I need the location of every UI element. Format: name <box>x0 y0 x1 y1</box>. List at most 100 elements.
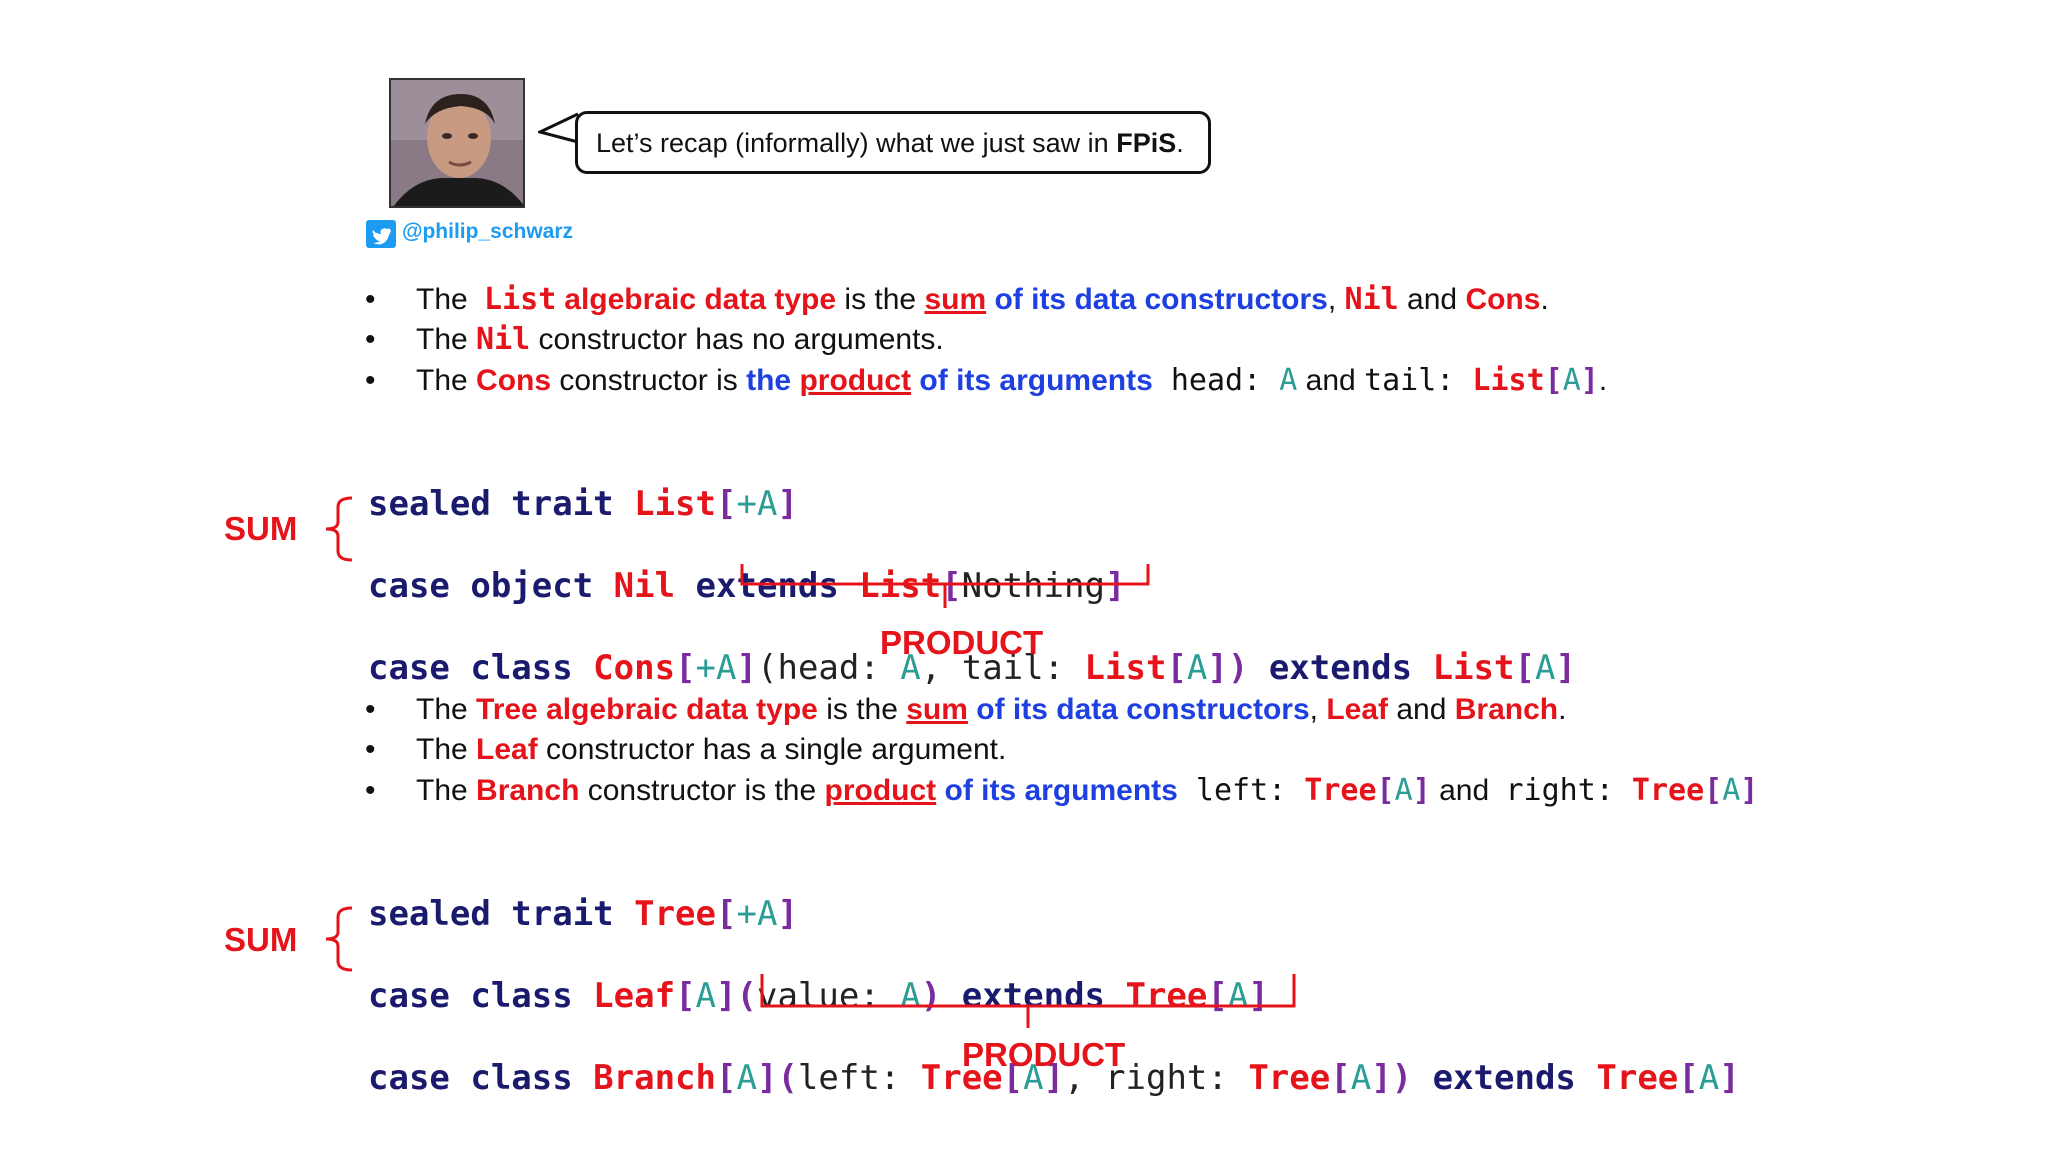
text: The <box>416 364 477 397</box>
code-line-1: sealed trait Tree[+A] <box>368 894 1740 935</box>
type-name: Tree <box>920 1058 1003 1098</box>
product-label: PRODUCT <box>880 624 1044 661</box>
type-name: Nil <box>613 566 676 606</box>
text: and <box>1430 774 1498 807</box>
sum-label: SUM <box>224 921 298 958</box>
list-bullet-3: •The Cons constructor is the product of … <box>365 362 1607 400</box>
text: . <box>1598 364 1608 397</box>
bullet-dot: • <box>365 364 376 397</box>
tree-bullet-2: •The Leaf constructor has a single argum… <box>365 731 1006 769</box>
bracket: [ <box>1002 1058 1024 1098</box>
arguments-phrase: of its arguments <box>936 774 1178 807</box>
bracket: [ <box>1376 773 1395 808</box>
type-name: Tree <box>1248 1058 1331 1098</box>
speaker-avatar <box>389 78 525 208</box>
cons-constructor: Cons <box>476 364 552 397</box>
param: value: <box>756 976 901 1016</box>
keyword: case object <box>368 566 614 606</box>
keyword: sealed trait <box>368 484 635 524</box>
bullet-dot: • <box>365 323 376 356</box>
bracket: [ <box>675 976 696 1016</box>
type-name: List <box>859 566 942 606</box>
type-name: Leaf <box>593 976 676 1016</box>
param: left: <box>797 1058 921 1098</box>
tree-code-block: sealed trait Tree[+A] case class Leaf[A]… <box>368 853 1740 1140</box>
text: The <box>416 283 477 316</box>
type-param: A <box>900 648 921 688</box>
speech-bubble: Let’s recap (informally) what we just sa… <box>575 111 1211 174</box>
code-line-3: case class Branch[A](left: Tree[A], righ… <box>368 1058 1740 1099</box>
type-name: Tree <box>1125 976 1208 1016</box>
param: head: <box>777 648 901 688</box>
text: The <box>416 733 477 766</box>
bracket: ]) <box>1207 648 1249 688</box>
product-brace <box>760 974 1296 1028</box>
speech-bold: FPiS <box>1116 128 1177 158</box>
adt-label: algebraic data type <box>564 283 837 316</box>
leaf-constructor: Leaf <box>1326 693 1388 726</box>
bracket: ]( <box>756 1058 798 1098</box>
cons-constructor: Cons <box>1465 283 1541 316</box>
tree-type: Tree <box>1631 773 1705 808</box>
type-name: Tree <box>1596 1058 1679 1098</box>
nil-constructor: Nil <box>476 322 531 357</box>
keyword: case class <box>368 976 594 1016</box>
bracket: [ <box>1330 1058 1351 1098</box>
bullet-dot: • <box>365 283 376 316</box>
bracket: [ <box>716 894 737 934</box>
portrait-image <box>391 80 523 206</box>
text: . <box>1540 283 1549 316</box>
list-type: List <box>1472 363 1545 398</box>
bracket: ] <box>1580 363 1599 398</box>
bullet-dot: • <box>365 733 376 766</box>
tail-param: tail: <box>1364 363 1473 398</box>
the-word: the <box>746 364 800 397</box>
bracket: [ <box>716 484 737 524</box>
type-name: List <box>634 484 716 524</box>
text: , <box>1309 693 1327 726</box>
product-brace <box>740 564 1150 608</box>
text: The <box>416 693 477 726</box>
sum-brace <box>325 496 353 562</box>
type-param: A <box>1562 363 1581 398</box>
keyword: extends <box>1412 1058 1597 1098</box>
type-name: List <box>1432 648 1515 688</box>
list-code-block: sealed trait List[+A] case object Nil ex… <box>368 443 1576 730</box>
bracket: ]) <box>1371 1058 1413 1098</box>
text: and <box>1398 283 1466 316</box>
sum-label: SUM <box>224 510 298 547</box>
type-name: List <box>1084 648 1167 688</box>
type-param: +A <box>695 648 737 688</box>
left-param: left: <box>1177 773 1305 808</box>
bracket: ] <box>1412 773 1431 808</box>
bracket: ] <box>777 484 798 524</box>
product-word: product <box>824 774 937 807</box>
bracket: [ <box>1544 363 1563 398</box>
bullet-dot: • <box>365 774 376 807</box>
product-word: product <box>799 364 912 397</box>
speech-bubble-tail <box>538 112 579 144</box>
list-type: List <box>484 282 557 317</box>
type-param: A <box>1186 648 1208 688</box>
speech-text: Let’s recap (informally) what we just sa… <box>596 128 1184 159</box>
sum-word: sum <box>906 693 968 726</box>
text: , <box>1327 283 1345 316</box>
text: The <box>416 323 477 356</box>
keyword: extends <box>675 566 860 606</box>
speech-main: Let’s recap (informally) what we just sa… <box>596 128 1117 158</box>
param: , tail: <box>920 648 1085 688</box>
sum-word: sum <box>924 283 987 316</box>
list-bullet-2: •The Nil constructor has no arguments. <box>365 321 944 359</box>
bracket: [ <box>1166 648 1187 688</box>
type-param: A <box>1023 1058 1044 1098</box>
bracket: ] <box>1555 648 1576 688</box>
adt-label: algebraic data type <box>537 693 818 726</box>
type-param: A <box>1722 773 1741 808</box>
type-param: A <box>736 1058 757 1098</box>
tree-bullet-3: •The Branch constructor is the product o… <box>365 772 1758 810</box>
code-line-3: case class Cons[+A](head: A, tail: List[… <box>368 648 1576 689</box>
bracket: [ <box>1514 648 1535 688</box>
text: constructor is the <box>579 774 825 807</box>
type-param: +A <box>736 484 778 524</box>
